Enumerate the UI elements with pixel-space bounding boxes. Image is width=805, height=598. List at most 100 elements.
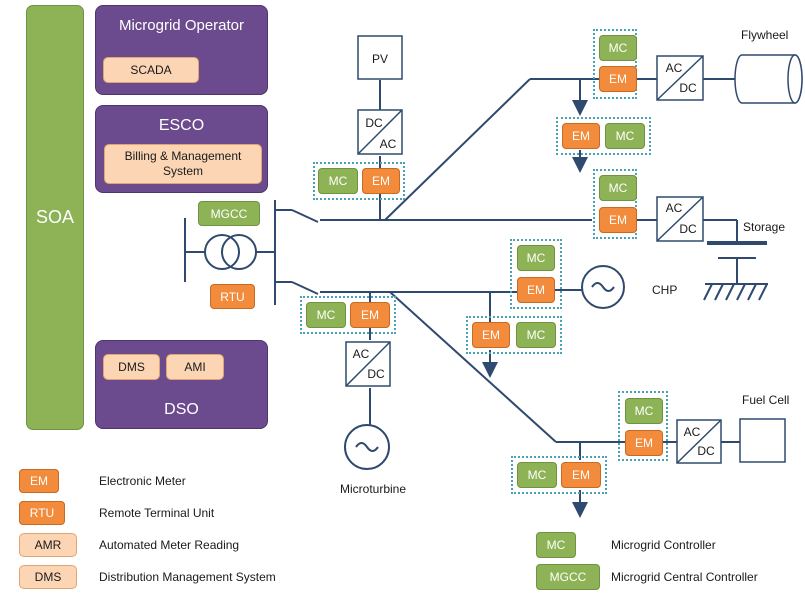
flywheel-load-em-label: EM (572, 129, 590, 143)
pv-em-box: EM (362, 168, 400, 194)
upper-switch (291, 209, 319, 223)
rtu-box: RTU (210, 284, 255, 309)
fuel-cell-converter-dc-label: DC (697, 444, 715, 458)
chp-controller-group (510, 239, 562, 309)
pv-mc-label: MC (328, 174, 348, 188)
dso-block: DMS AMI DSO (95, 340, 268, 429)
scada-label: SCADA (130, 62, 172, 77)
mgcc-box: MGCC (198, 201, 260, 226)
fuel-cell-em-label: EM (635, 436, 653, 450)
microturbine-mc-box: MC (306, 302, 346, 328)
storage-converter-dc-label: DC (679, 222, 697, 236)
billing-management-box: Billing & Management System (104, 144, 262, 184)
flywheel-cylinder (734, 54, 803, 104)
flywheel-em-box: EM (599, 66, 637, 92)
microturbine-mc-label: MC (316, 308, 336, 322)
legend-dms-key-label: DMS (34, 569, 62, 584)
flywheel-controller-group (593, 29, 637, 99)
microturbine-converter-dc-label: DC (367, 367, 385, 381)
microgrid-operator-block: Microgrid Operator SCADA (95, 5, 268, 95)
chp-load-em-box: EM (472, 322, 510, 348)
legend-mgcc-desc: Microgrid Central Controller (611, 570, 758, 584)
microturbine-label: Microturbine (340, 482, 407, 496)
flywheel-label: Flywheel (741, 28, 789, 42)
flywheel-load-em-box: EM (562, 123, 600, 149)
legend-em-key-label: EM (30, 474, 48, 488)
dms-box: DMS (103, 354, 160, 380)
flywheel-load-mc-label: MC (615, 129, 635, 143)
soa-label: SOA (35, 207, 74, 227)
fuel-cell-box (739, 418, 786, 463)
flywheel-mc-label: MC (608, 41, 628, 55)
legend-mc-key-label: MC (546, 538, 566, 552)
chp-load-controller-group (466, 316, 562, 354)
fuel-cell-mc-box: MC (625, 398, 663, 424)
fuel-cell-load-em-box: EM (561, 462, 601, 488)
pv-converter-dc-label: DC (365, 116, 383, 130)
rtu-label: RTU (220, 289, 245, 304)
pv-mc-box: MC (318, 168, 358, 194)
chp-generator-circle (581, 265, 625, 309)
legend-rtu-key: RTU (19, 501, 65, 525)
legend-em-desc: Electronic Meter (99, 474, 186, 488)
storage-label: Storage (743, 220, 786, 234)
mgcc-label: MGCC (210, 206, 248, 221)
chp-load-mc-box: MC (516, 322, 556, 348)
soa-bar: SOA (26, 5, 84, 430)
lower-switch (291, 281, 319, 295)
flywheel-mc-box: MC (599, 35, 637, 61)
fuel-cell-mc-label: MC (634, 404, 654, 418)
legend-mc-key: MC (536, 532, 576, 558)
legend-rtu-desc: Remote Terminal Unit (99, 506, 215, 520)
fuel-cell-load-mc-label: MC (527, 468, 547, 482)
storage-controller-group (593, 169, 637, 239)
legend-amr-key-label: AMR (34, 537, 62, 552)
flywheel-load-controller-group (556, 117, 651, 155)
pv-label: PV (372, 52, 388, 66)
billing-label-line1: Billing & Management (124, 149, 242, 163)
fuel-cell-controller-group (618, 391, 668, 461)
chp-mc-label: MC (526, 251, 546, 265)
ami-box: AMI (166, 354, 224, 380)
storage-mc-box: MC (599, 175, 637, 201)
pv-controller-group (313, 162, 405, 200)
flywheel-converter-dc-label: DC (679, 81, 697, 95)
pv-em-label: EM (372, 174, 390, 188)
pv-converter-ac-label: AC (380, 137, 397, 151)
legend-mc-desc: Microgrid Controller (611, 538, 716, 552)
flywheel-converter-ac-label: AC (666, 61, 683, 75)
esco-title: ESCO (158, 117, 205, 134)
chp-load-mc-label: MC (526, 328, 546, 342)
billing-label-line2: System (162, 164, 203, 178)
legend-dms-desc: Distribution Management System (99, 570, 276, 584)
fuel-cell-load-em-label: EM (572, 468, 590, 482)
legend-em-key: EM (19, 469, 59, 493)
storage-mc-label: MC (608, 181, 628, 195)
esco-block: ESCO Billing & Management System (95, 105, 268, 193)
legend-amr-desc: Automated Meter Reading (99, 538, 240, 552)
microturbine-em-label: EM (361, 308, 379, 322)
microturbine-converter-ac-label: AC (353, 347, 370, 361)
legend-amr-key: AMR (19, 533, 77, 557)
legend-rtu-key-label: RTU (29, 506, 55, 520)
dso-title: DSO (164, 401, 199, 418)
fuel-cell-em-box: EM (625, 430, 663, 456)
legend-mgcc-key-label: MGCC (549, 570, 587, 584)
microturbine-circle (344, 424, 390, 470)
fuel-cell-converter-ac-label: AC (684, 425, 701, 439)
dms-label: DMS (118, 359, 145, 374)
fuel-cell-label: Fuel Cell (742, 393, 790, 407)
chp-em-label: EM (527, 283, 545, 297)
legend-mgcc-key: MGCC (536, 564, 600, 590)
flywheel-em-label: EM (609, 72, 627, 86)
microturbine-em-box: EM (350, 302, 390, 328)
chp-load-em-label: EM (482, 328, 500, 342)
legend-dms-key: DMS (19, 565, 77, 589)
chp-mc-box: MC (517, 245, 555, 271)
chp-label: CHP (652, 283, 678, 297)
flywheel-diagonal (384, 78, 531, 221)
storage-converter-ac-label: AC (666, 201, 683, 215)
fuel-cell-load-controller-group (511, 456, 607, 494)
storage-em-label: EM (609, 213, 627, 227)
